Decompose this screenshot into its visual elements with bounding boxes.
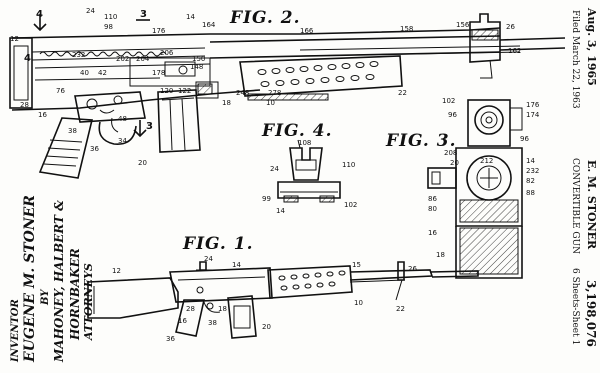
inventor-name: EUGENE M. STONER [22, 195, 38, 362]
ref-numeral: 120 [160, 87, 174, 95]
ref-numeral: 96 [448, 111, 457, 119]
ref-numeral: 22 [398, 89, 407, 97]
ref-numeral: 174 [526, 111, 540, 119]
ref-numeral: 15 [352, 261, 361, 269]
attorneys-label: ATTORNEYS [82, 263, 95, 340]
ref-numeral: 24 [270, 165, 279, 173]
ref-numeral: 12 [10, 35, 19, 43]
ref-numeral: 28 [186, 305, 195, 313]
ref-numeral: 96 [520, 135, 529, 143]
ref-numeral: 204 [136, 55, 150, 63]
ref-numeral: 18 [436, 251, 445, 259]
ref-numeral: 14 [232, 261, 241, 269]
attorneys-line2: HORNBAKER [68, 248, 82, 340]
ref-numeral: 110 [342, 161, 356, 169]
sheet-count: 6 Sheets-Sheet 1 [570, 268, 580, 346]
ref-numeral: 14 [186, 13, 195, 21]
ref-numeral: 98 [104, 23, 113, 31]
ref-numeral: 80 [428, 205, 437, 213]
patent-date: Aug. 3, 1965 [585, 8, 598, 86]
patent-number: 3,198,076 [584, 280, 598, 347]
ref-numeral: 150 [192, 55, 206, 63]
ref-numeral: 36 [90, 145, 99, 153]
ref-numeral: 48 [118, 115, 127, 123]
ref-numeral: 99 [262, 195, 271, 203]
ref-numeral: 122 [178, 87, 192, 95]
ref-numeral: 232 [72, 51, 86, 59]
ref-numeral: 176 [152, 27, 166, 35]
ref-numeral: 20 [262, 323, 271, 331]
inventor-short: E. M. STONER [585, 160, 598, 250]
ref-numeral: 102 [442, 97, 456, 105]
ref-numeral: 108 [298, 139, 312, 147]
ref-numeral: 88 [526, 189, 535, 197]
ref-numeral: 24 [86, 7, 95, 15]
ref-numeral: 110 [104, 13, 118, 21]
ref-numeral: 3 [146, 121, 153, 132]
ref-numeral: 34 [118, 137, 127, 145]
ref-numeral: 206 [160, 49, 174, 57]
ref-numeral: 202 [116, 55, 130, 63]
ref-numeral: 4 [36, 9, 43, 20]
ref-numeral: 156 [456, 21, 470, 29]
ref-numeral: 4 [24, 53, 31, 64]
ref-numeral: 86 [428, 195, 437, 203]
ref-numeral: 176 [526, 101, 540, 109]
ref-numeral: 166 [300, 27, 314, 35]
ref-numeral: 16 [178, 317, 187, 325]
ref-numeral: 162 [508, 47, 522, 55]
ref-numeral: 20 [138, 159, 147, 167]
ref-numeral: 178 [152, 69, 166, 77]
fig2-label: FIG. 2. [230, 8, 301, 28]
ref-numeral: 82 [526, 177, 535, 185]
inventor-heading: INVENTOR [10, 299, 21, 362]
ref-numeral: 248 [236, 89, 250, 97]
ref-numeral: 10 [266, 99, 275, 107]
fig4-drawing [277, 139, 341, 203]
ref-numeral: 102 [344, 201, 358, 209]
fig3-label: FIG. 3. [386, 131, 457, 151]
fig1-label: FIG. 1. [183, 234, 254, 254]
fig3-drawing [427, 99, 523, 279]
ref-numeral: 42 [98, 69, 107, 77]
ref-numeral: 3 [140, 9, 147, 20]
ref-numeral: 278 [268, 89, 282, 97]
ref-numeral: 38 [208, 319, 217, 327]
ref-numeral: 76 [56, 87, 65, 95]
ref-numeral: 10 [354, 299, 363, 307]
ref-numeral: 22 [396, 305, 405, 313]
ref-numeral: 164 [202, 21, 216, 29]
ref-numeral: 14 [276, 207, 285, 215]
ref-numeral: 18 [218, 305, 227, 313]
ref-numeral: 38 [68, 127, 77, 135]
attorneys-line1: MAHONEY, HALBERT & [52, 200, 66, 362]
ref-numeral: 208 [444, 149, 458, 157]
ref-numeral: 158 [400, 25, 414, 33]
ref-numeral: 16 [38, 111, 47, 119]
ref-numeral: 20 [450, 159, 459, 167]
ref-numeral: 18 [222, 99, 231, 107]
fig1-drawing [87, 261, 479, 339]
filed-date: Filed March 22, 1963 [570, 10, 580, 109]
fig4-label: FIG. 4. [262, 121, 333, 141]
ref-numeral: 232 [526, 167, 540, 175]
ref-numeral: 26 [408, 265, 417, 273]
inventor-by: BY [40, 289, 51, 305]
ref-numeral: 26 [506, 23, 515, 31]
ref-numeral: 24 [204, 255, 213, 263]
ref-numeral: 28 [20, 101, 29, 109]
patent-title: CONVERTIBLE GUN [570, 158, 580, 255]
ref-numeral: 16 [428, 229, 437, 237]
ref-numeral: 14 [526, 157, 535, 165]
ref-numeral: 40 [80, 69, 89, 77]
ref-numeral: 12 [112, 267, 121, 275]
fig2-drawing [9, 13, 566, 179]
ref-numeral: 212 [480, 157, 494, 165]
ref-numeral: 148 [190, 63, 204, 71]
ref-numeral: 36 [166, 335, 175, 343]
